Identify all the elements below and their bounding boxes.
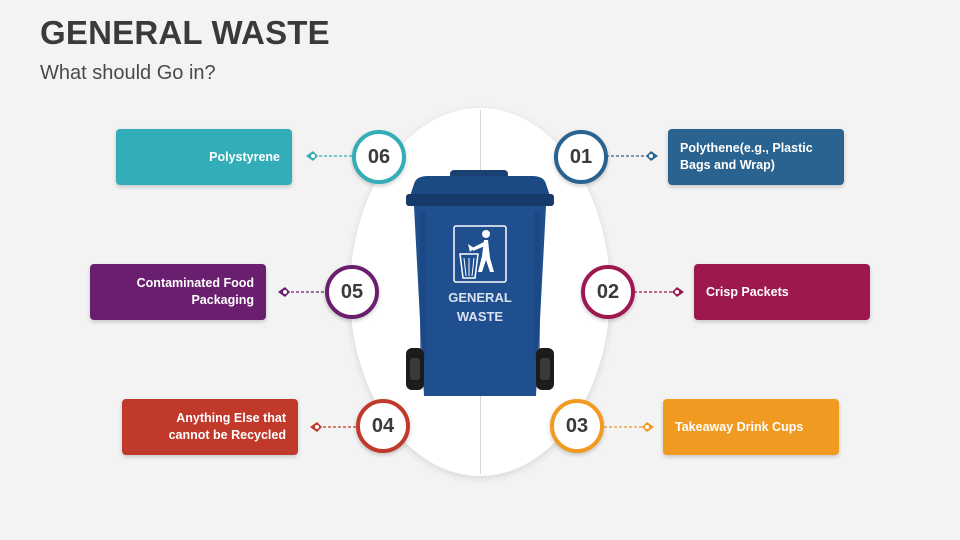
item-box-06: Polystyrene: [116, 129, 292, 185]
number-badge-04: 04: [356, 399, 410, 453]
item-box-01: Polythene(e.g., Plastic Bags and Wrap): [668, 129, 844, 185]
item-box-04: Anything Else that cannot be Recycled: [122, 399, 298, 455]
bin-label-line1: GENERAL: [448, 290, 512, 305]
connector-05: [278, 287, 326, 297]
item-box-03: Takeaway Drink Cups: [663, 399, 839, 455]
connector-03: [604, 422, 654, 432]
item-text-01: Polythene(e.g., Plastic Bags and Wrap): [680, 141, 813, 172]
item-box-05: Contaminated Food Packaging: [90, 264, 266, 320]
bin-label-line2: WASTE: [457, 309, 504, 324]
trash-man-icon: [453, 225, 507, 283]
number-badge-05: 05: [325, 265, 379, 319]
connector-02: [634, 287, 684, 297]
number-badge-02: 02: [581, 265, 635, 319]
item-text-02: Crisp Packets: [706, 284, 789, 299]
connector-01: [606, 151, 658, 161]
waste-bin-illustration: GENERAL WASTE: [406, 170, 554, 396]
number-badge-03: 03: [550, 399, 604, 453]
item-text-05: Contaminated Food Packaging: [136, 276, 254, 307]
connector-06: [306, 151, 354, 161]
item-box-02: Crisp Packets: [694, 264, 870, 320]
item-text-06: Polystyrene: [209, 149, 280, 164]
page-subtitle: What should Go in?: [40, 62, 216, 84]
number-badge-01: 01: [554, 130, 608, 184]
number-badge-06: 06: [352, 130, 406, 184]
connector-04: [310, 422, 356, 432]
item-text-03: Takeaway Drink Cups: [675, 419, 804, 434]
page-title: GENERAL WASTE: [40, 14, 330, 51]
item-text-04: Anything Else that cannot be Recycled: [168, 411, 286, 442]
